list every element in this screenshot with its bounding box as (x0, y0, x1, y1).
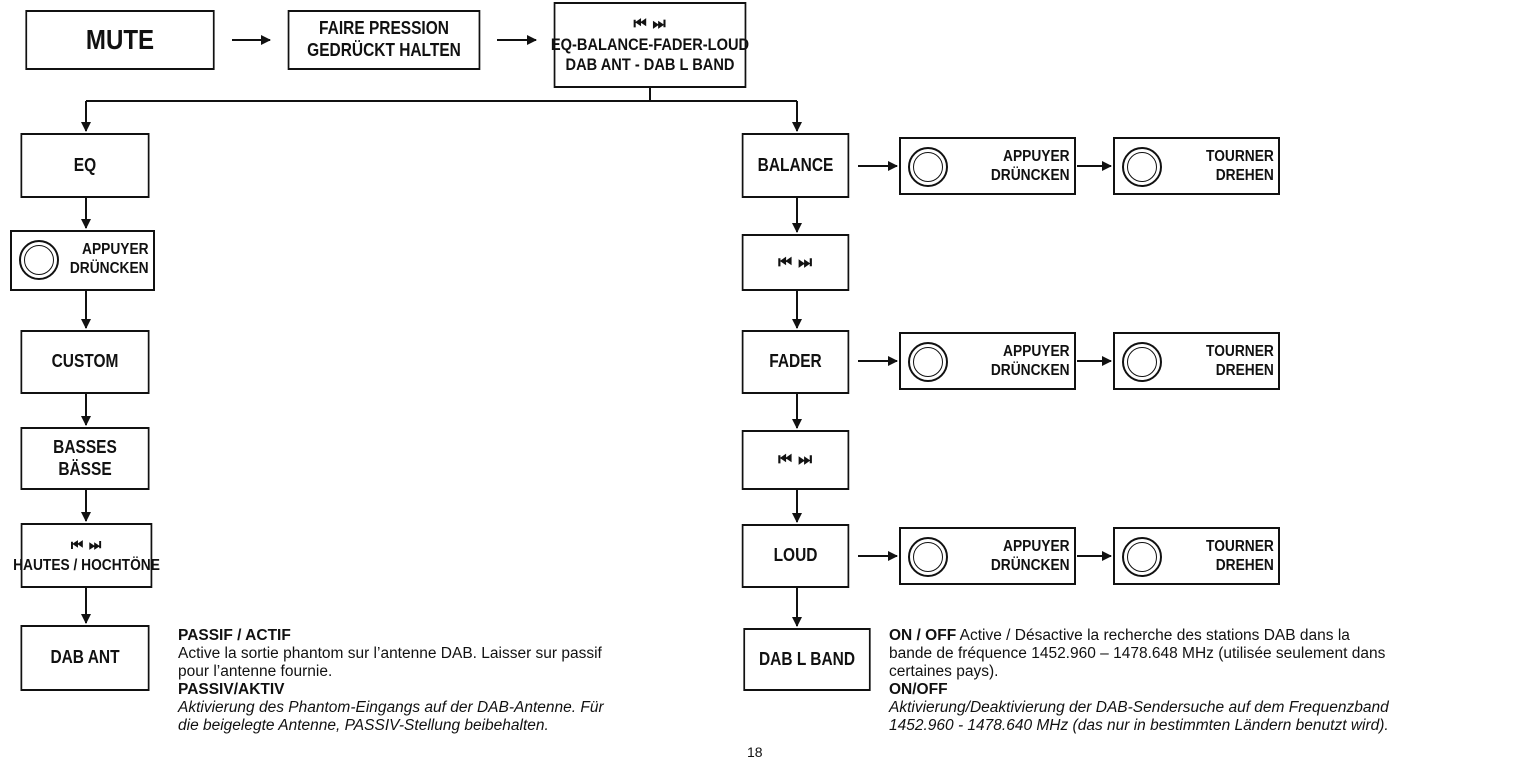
turn-label-de: DREHEN (1215, 557, 1274, 575)
dab-l-band-box: DAB L BAND (743, 628, 871, 691)
note-title-fr: PASSIF / ACTIF (178, 627, 291, 644)
loud-press-button: APPUYER DRÜNCKEN (899, 527, 1076, 585)
balance-box: BALANCE (741, 133, 850, 198)
skip-icons: ⏮ ⏭ (778, 251, 813, 272)
note-line: Aktivierung/Deaktivierung der DAB-Sender… (889, 699, 1389, 716)
knob-icon (1122, 537, 1162, 577)
knob-icon (908, 342, 948, 382)
press-label-de: DRÜNCKEN (991, 362, 1070, 380)
note-line: die beigelegte Antenne, PASSIV-Stellung … (178, 717, 549, 734)
press-label-de: DRÜNCKEN (991, 557, 1070, 575)
turn-label-fr: TOURNER (1206, 538, 1274, 555)
fader-label: FADER (769, 351, 822, 372)
left-press-button: APPUYER DRÜNCKEN (10, 230, 155, 291)
knob-icon (908, 537, 948, 577)
skip-box-1: ⏮ ⏭ (741, 234, 850, 291)
note-line: pour l’antenne fournie. (178, 663, 333, 680)
turn-label-fr: TOURNER (1206, 148, 1274, 165)
menu-line-1: EQ-BALANCE-FADER-LOUD (550, 34, 750, 54)
mute-label: MUTE (85, 24, 155, 56)
fader-box: FADER (741, 330, 850, 394)
custom-box: CUSTOM (20, 330, 150, 394)
note-line: Active la sortie phantom sur l’antenne D… (178, 645, 602, 662)
note-text: Active / Désactive la recherche des stat… (956, 627, 1350, 644)
skip-icons: ⏮ ⏭ (70, 537, 103, 555)
press-label-fr: APPUYER (1003, 148, 1070, 165)
knob-icon (1122, 147, 1162, 187)
treble-box: ⏮ ⏭ HAUTES / HOCHTÖNE (13, 523, 160, 588)
knob-icon (908, 147, 948, 187)
skip-icons: ⏮ ⏭ (633, 14, 667, 34)
eq-box: EQ (20, 133, 150, 198)
bass-box: BASSES BÄSSE (20, 427, 150, 490)
hold-label-de: GEDRÜCKT HALTEN (307, 40, 461, 60)
note-line: 1452.960 - 1478.640 MHz (das nur in best… (889, 717, 1389, 734)
skip-box-2: ⏮ ⏭ (741, 430, 850, 490)
dab-l-band-note: ON / OFF Active / Désactive la recherche… (889, 627, 1389, 735)
dab-ant-label: DAB ANT (50, 647, 120, 668)
bass-label-fr: BASSES (53, 436, 117, 457)
menu-line-2: DAB ANT - DAB L BAND (565, 55, 735, 75)
fader-press-button: APPUYER DRÜNCKEN (899, 332, 1076, 390)
mute-box: MUTE (25, 10, 215, 70)
hold-box: FAIRE PRESSION GEDRÜCKT HALTEN (287, 10, 481, 70)
press-label-fr: APPUYER (1003, 343, 1070, 360)
bass-label-de: BÄSSE (58, 458, 112, 479)
turn-label-de: DREHEN (1215, 362, 1274, 380)
eq-label: EQ (73, 154, 97, 175)
treble-label: HAUTES / HOCHTÖNE (13, 556, 160, 574)
knob-icon (19, 240, 59, 280)
custom-label: CUSTOM (51, 351, 119, 372)
fader-turn-button: TOURNER DREHEN (1113, 332, 1280, 390)
skip-icons: ⏮ ⏭ (778, 449, 813, 470)
note-line: Aktivierung des Phantom-Eingangs auf der… (178, 699, 604, 716)
note-line: certaines pays). (889, 663, 999, 680)
press-label-fr: APPUYER (82, 241, 149, 258)
page-number: 18 (747, 744, 763, 760)
balance-press-button: APPUYER DRÜNCKEN (899, 137, 1076, 195)
press-label-de: DRÜNCKEN (70, 260, 149, 278)
balance-label: BALANCE (757, 154, 834, 175)
turn-label-fr: TOURNER (1206, 343, 1274, 360)
balance-turn-button: TOURNER DREHEN (1113, 137, 1280, 195)
dab-l-band-label: DAB L BAND (758, 648, 856, 669)
loud-box: LOUD (741, 524, 850, 588)
dab-ant-note: PASSIF / ACTIF Active la sortie phantom … (178, 627, 604, 735)
dab-ant-box: DAB ANT (20, 625, 150, 691)
note-title-fr: ON / OFF (889, 627, 957, 644)
loud-label: LOUD (773, 545, 818, 566)
press-label-de: DRÜNCKEN (991, 167, 1070, 185)
note-title-de: ON/OFF (889, 681, 948, 698)
turn-label-de: DREHEN (1215, 167, 1274, 185)
note-line: ON / OFF Active / Désactive la recherche… (889, 627, 1389, 645)
press-label-fr: APPUYER (1003, 538, 1070, 555)
loud-turn-button: TOURNER DREHEN (1113, 527, 1280, 585)
knob-icon (1122, 342, 1162, 382)
hold-label-fr: FAIRE PRESSION (319, 18, 449, 39)
note-line: bande de fréquence 1452.960 – 1478.648 M… (889, 645, 1386, 662)
note-title-de: PASSIV/AKTIV (178, 681, 285, 698)
menu-box: ⏮ ⏭ EQ-BALANCE-FADER-LOUD DAB ANT - DAB … (550, 2, 750, 88)
